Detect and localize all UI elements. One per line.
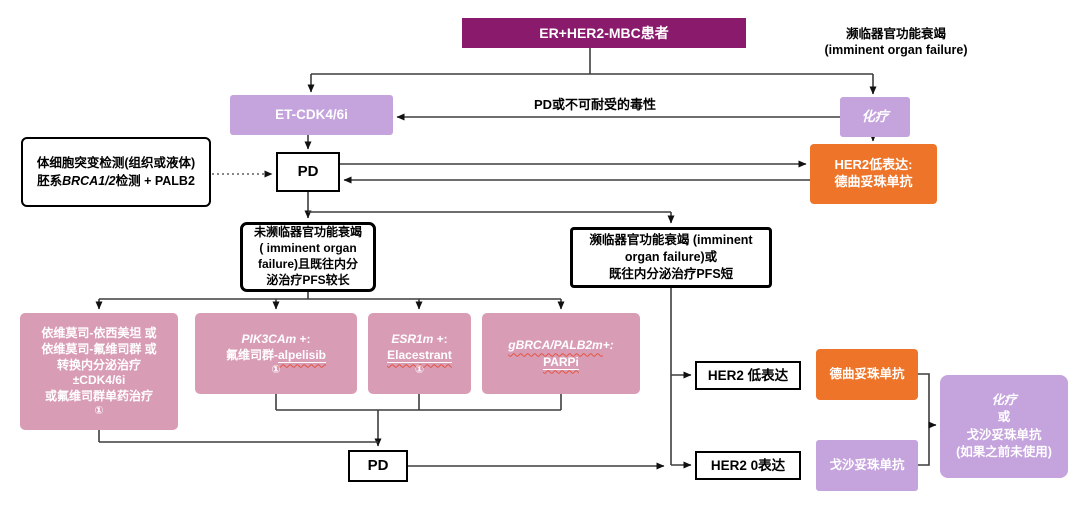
- node-line: 德曲妥珠单抗: [834, 174, 913, 189]
- node-line: ( imminent organ: [259, 241, 357, 256]
- node-line: PIK3CAm +:: [241, 331, 310, 347]
- text-part-italic: BRCA1/2: [62, 174, 116, 188]
- gene-name: ESR1m: [391, 332, 434, 347]
- node-er-her2-mbc-patients: ER+HER2-MBC患者: [462, 18, 746, 48]
- node-line: 依维莫司-依西美坦 或: [41, 325, 157, 340]
- node-sacituzumab: 戈沙妥珠单抗: [816, 440, 918, 491]
- node-label: 戈沙妥珠单抗: [829, 458, 905, 473]
- node-label: HER2 0表达: [710, 457, 786, 473]
- node-line: 或氟维司群单药治疗: [44, 389, 153, 404]
- node-her2-low-status: HER2 低表达: [695, 361, 801, 390]
- node-pd-first: PD: [276, 152, 340, 192]
- node-line: ESR1m +:: [391, 331, 447, 347]
- node-her2low-tdxd: HER2低表达: 德曲妥珠单抗: [810, 144, 937, 204]
- node-chemotherapy: 化疗: [840, 97, 910, 137]
- note-line: (imminent organ failure): [824, 43, 968, 58]
- node-label: HER2 低表达: [707, 367, 789, 383]
- node-esr1-elacestrant: ESR1m +: Elacestrant ①: [368, 313, 471, 394]
- node-line: 体细胞突变检测(组织或液体): [36, 155, 196, 170]
- text-part: 检测 + PALB2: [115, 174, 195, 188]
- node-et-cdk46i: ET-CDK4/6i: [230, 95, 393, 135]
- node-line: failure)且既往内分: [257, 257, 358, 271]
- note-imminent-organ-failure: 濒临器官功能衰竭 (imminent organ failure): [772, 26, 1020, 59]
- node-line: 依维莫司-氟维司群 或: [41, 341, 157, 356]
- node-line: 转换内分泌治疗: [56, 357, 141, 372]
- node-not-imminent-long-pfs: 未濒临器官功能衰竭 ( imminent organ failure)且既往内分…: [240, 222, 376, 292]
- node-pd-second: PD: [348, 450, 408, 482]
- label-pd-or-toxicity: PD或不可耐受的毒性: [470, 94, 720, 113]
- drug-name: PARPi: [543, 354, 579, 370]
- node-imminent-or-short-pfs: 濒临器官功能衰竭 (imminent organ failure)或 既往内分泌…: [570, 227, 772, 288]
- node-label: 化疗: [861, 109, 889, 125]
- node-line: 胚系BRCA1/2检测 + PALB2: [37, 172, 195, 190]
- node-line: (如果之前未使用): [956, 445, 1052, 459]
- text-part: +:: [602, 338, 614, 353]
- node-line: organ failure)或: [624, 250, 718, 265]
- node-label: ET-CDK4/6i: [275, 107, 348, 123]
- text-part: +:: [433, 332, 448, 347]
- footnote-1-icon: ①: [414, 363, 425, 376]
- node-line: 化疗: [991, 392, 1017, 407]
- node-line: 既往内分泌治疗PFS短: [608, 266, 734, 281]
- footnote-1-icon: ①: [94, 405, 104, 418]
- node-line: 未濒临器官功能衰竭: [253, 225, 362, 240]
- node-tdxd: 德曲妥珠单抗: [816, 349, 918, 400]
- node-line: 戈沙妥珠单抗: [966, 427, 1042, 442]
- node-label: PD: [297, 163, 319, 181]
- label-text: PD或不可耐受的毒性: [533, 97, 657, 112]
- node-line: Elacestrant: [387, 347, 452, 364]
- node-line: 氟维司群-alpelisib: [225, 347, 327, 364]
- text-part: 胚系: [37, 174, 63, 188]
- node-line: PARPi: [543, 354, 579, 370]
- footnote-1-icon: ①: [271, 363, 281, 376]
- node-label: PD: [367, 457, 389, 475]
- node-gbrca-parpi: gBRCA/PALB2m+: PARPi: [482, 313, 640, 394]
- node-chemo-or-sacituzumab: 化疗 或 戈沙妥珠单抗 (如果之前未使用): [940, 375, 1068, 478]
- text-part: +:: [296, 332, 311, 347]
- node-line: 或: [997, 410, 1011, 424]
- text-part: 氟维司群-: [225, 348, 278, 363]
- node-everolimus-options: 依维莫司-依西美坦 或 依维莫司-氟维司群 或 转换内分泌治疗 ±CDK4/6i…: [20, 313, 178, 430]
- node-label: 德曲妥珠单抗: [829, 367, 905, 382]
- node-line: ±CDK4/6i: [72, 373, 126, 388]
- node-line: HER2低表达:: [834, 157, 913, 173]
- node-pik3ca-alpelisib: PIK3CAm +: 氟维司群-alpelisib ①: [195, 313, 357, 394]
- drug-name: alpelisib: [277, 348, 327, 364]
- node-line: gBRCA/PALB2m+:: [508, 337, 613, 353]
- node-line: 泌治疗PFS较长: [266, 272, 350, 287]
- node-mutation-testing: 体细胞突变检测(组织或液体) 胚系BRCA1/2检测 + PALB2: [21, 137, 211, 207]
- node-label: ER+HER2-MBC患者: [539, 24, 669, 41]
- note-line: 濒临器官功能衰竭: [845, 27, 946, 41]
- drug-name: Elacestrant: [387, 348, 452, 364]
- gene-name: PIK3CAm: [241, 332, 297, 347]
- node-her2-zero-status: HER2 0表达: [695, 451, 801, 480]
- gene-name: gBRCA/PALB2m: [508, 338, 603, 353]
- node-line: 濒临器官功能衰竭 (imminent: [589, 233, 753, 248]
